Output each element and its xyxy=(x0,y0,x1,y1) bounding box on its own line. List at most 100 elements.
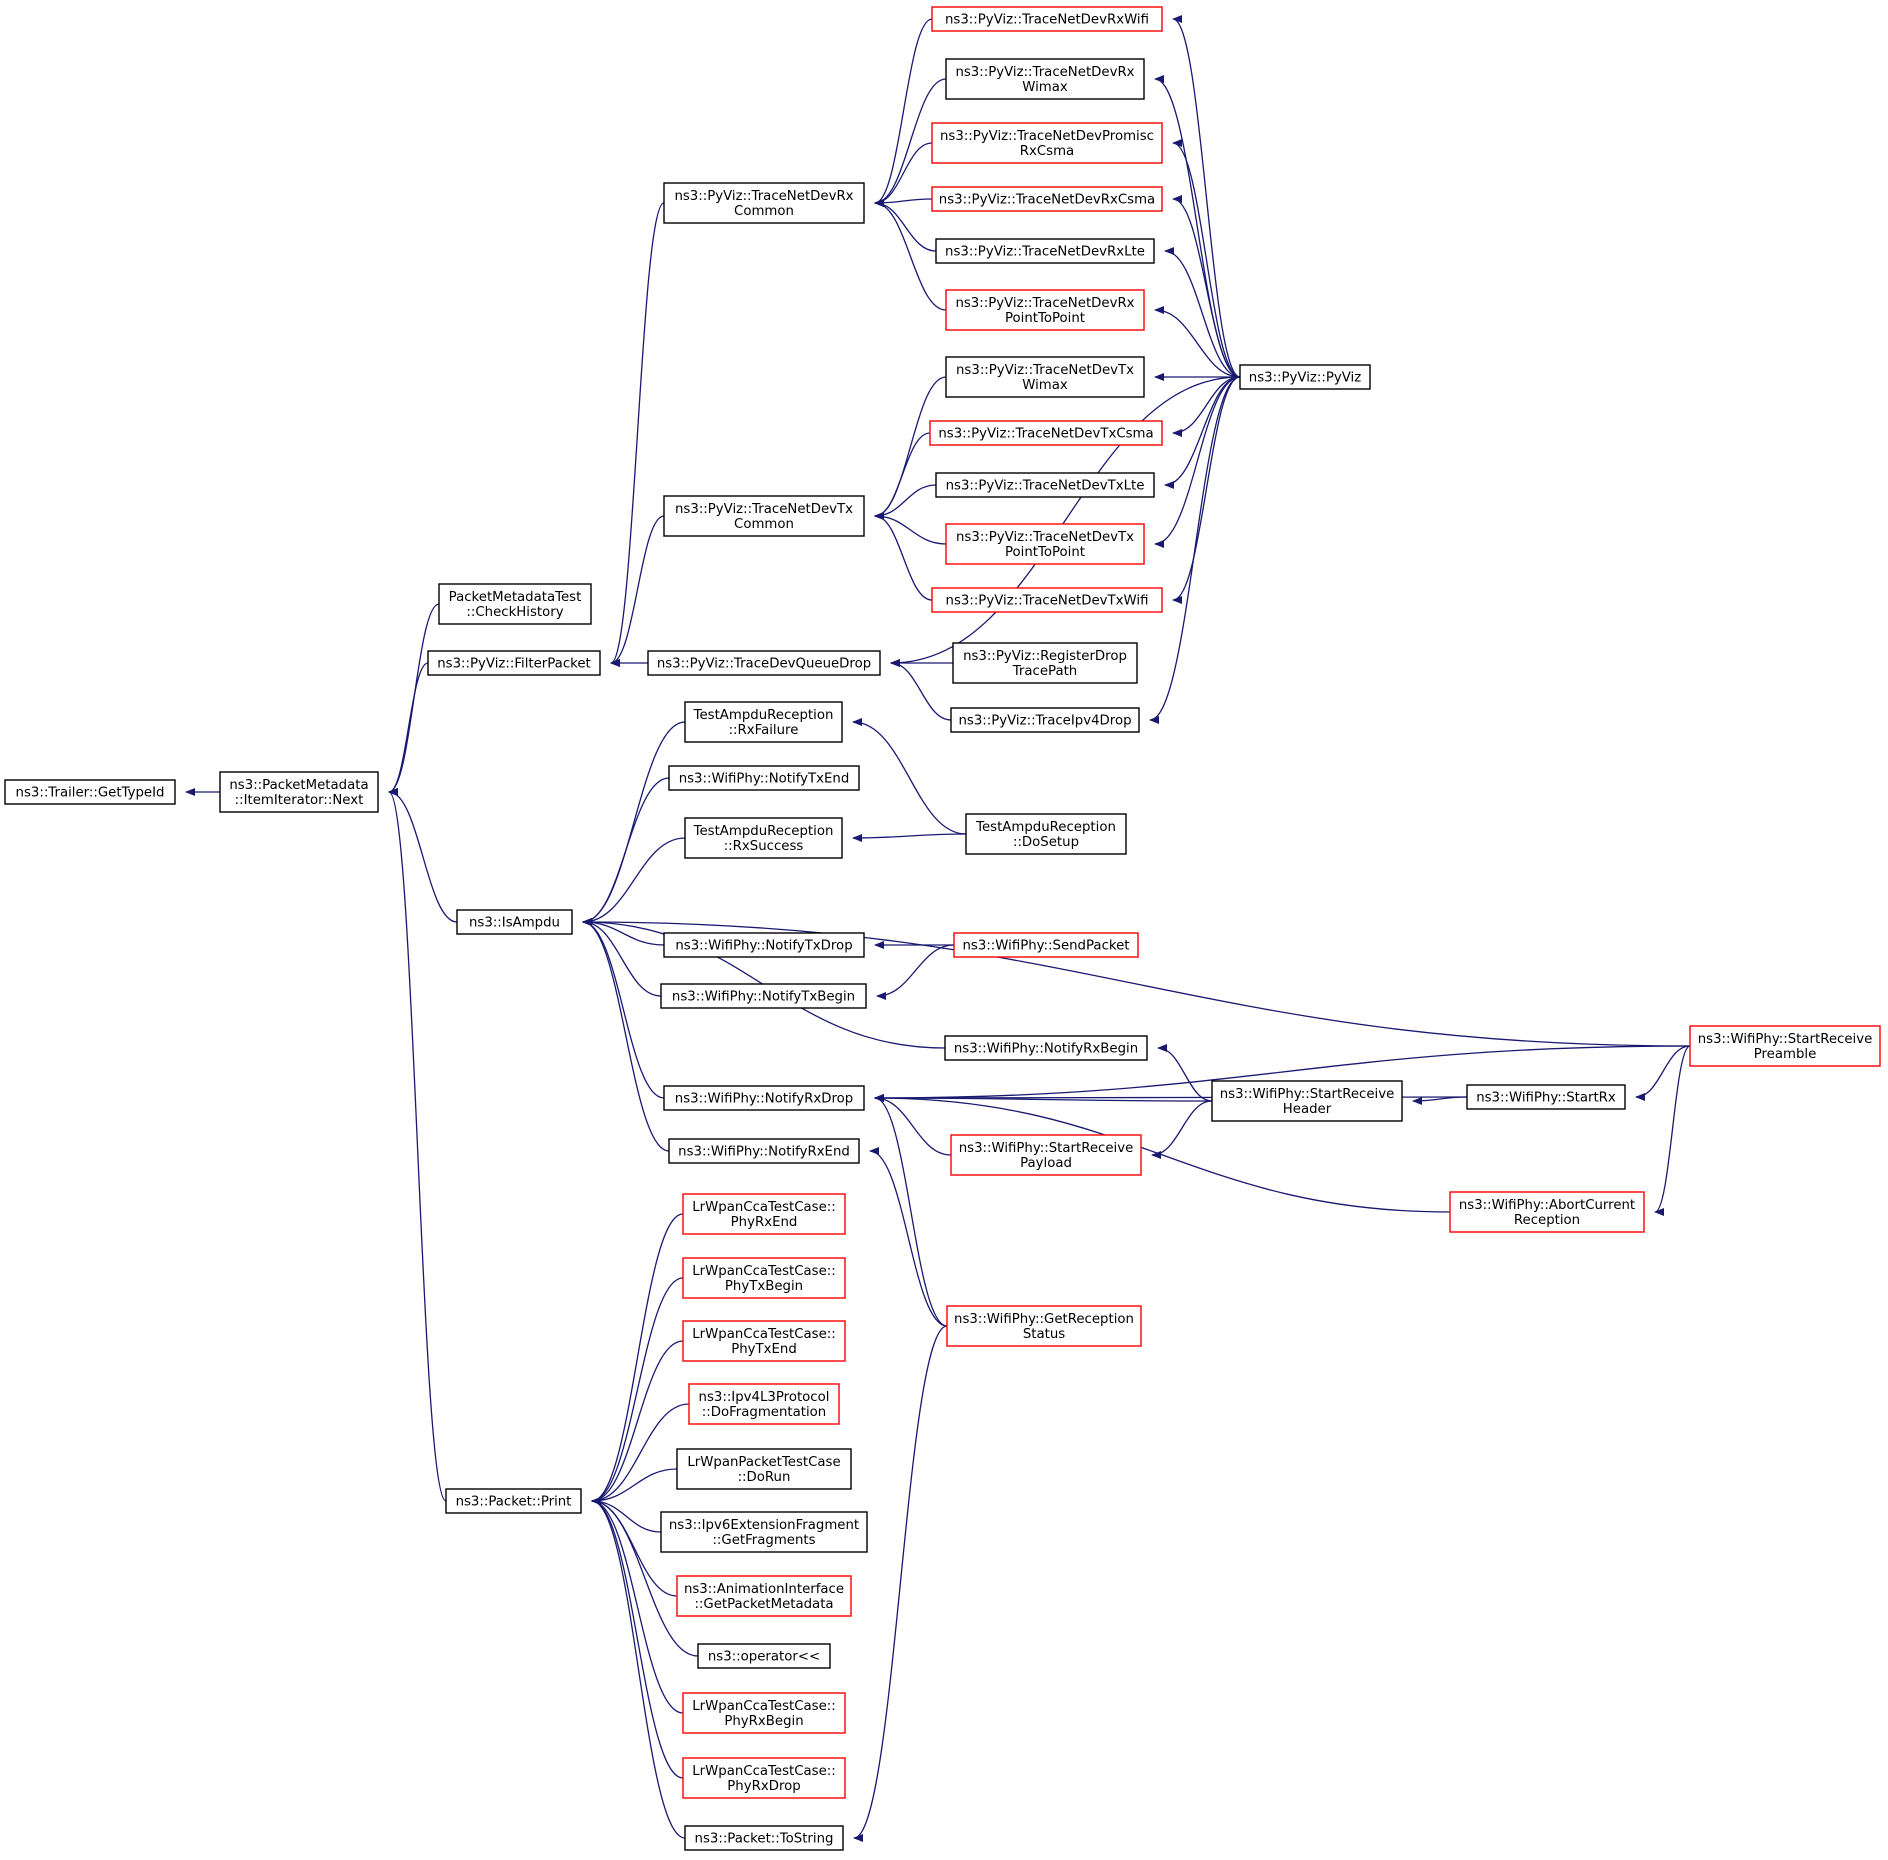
node-label: ns3::PyViz::TraceNetDevTxLte xyxy=(946,479,1145,494)
edge-rxcommon-to-rxp2p xyxy=(874,199,947,311)
node-notifytxdrop[interactable]: ns3::WifiPhy::NotifyTxDrop xyxy=(663,932,865,958)
node-label: TestAmpduReception xyxy=(693,708,834,723)
node-operator[interactable]: ns3::operator<< xyxy=(697,1643,831,1669)
node-pktprint[interactable]: ns3::Packet::Print xyxy=(445,1488,582,1514)
node-dosetup[interactable]: TestAmpduReception::DoSetup xyxy=(965,813,1127,855)
node-notifyrxend[interactable]: ns3::WifiPhy::NotifyRxEnd xyxy=(668,1138,860,1164)
node-label: ns3::PyViz::TraceNetDevTxWifi xyxy=(946,594,1149,609)
node-rxlte[interactable]: ns3::PyViz::TraceNetDevRxLte xyxy=(935,238,1155,264)
node-box xyxy=(682,1320,846,1362)
edge-pktprint-to-phyrxbegin xyxy=(591,1497,684,1714)
node-box xyxy=(931,186,1163,212)
node-label: ns3::WifiPhy::StartRx xyxy=(1476,1091,1616,1106)
node-label: ns3::PyViz::TraceNetDevRx xyxy=(955,65,1134,80)
node-phyrxbegin[interactable]: LrWpanCcaTestCase::PhyRxBegin xyxy=(682,1692,846,1734)
node-pyviz[interactable]: ns3::PyViz::PyViz xyxy=(1239,364,1371,390)
node-notifytxbegin[interactable]: ns3::WifiPhy::NotifyTxBegin xyxy=(660,983,867,1009)
node-box xyxy=(965,813,1127,855)
node-rxfailure[interactable]: TestAmpduReception::RxFailure xyxy=(684,701,843,743)
node-dofrag[interactable]: ns3::Ipv4L3Protocol::DoFragmentation xyxy=(688,1383,840,1425)
node-notifytxend[interactable]: ns3::WifiPhy::NotifyTxEnd xyxy=(668,765,860,791)
edge-startrxpayload-to-startrxheader xyxy=(1151,1100,1213,1159)
node-dorun[interactable]: LrWpanPacketTestCase::DoRun xyxy=(676,1448,852,1490)
edge-isampdu-to-notifytxbegin xyxy=(582,918,662,997)
edge-notifyrxdrop-to-abortcurrent xyxy=(874,1094,1451,1213)
node-queuedrop[interactable]: ns3::PyViz::TraceDevQueueDrop xyxy=(647,650,881,676)
node-label: Reception xyxy=(1514,1213,1580,1228)
node-label: ns3::WifiPhy::NotifyRxEnd xyxy=(678,1145,850,1160)
edge-pktprint-to-operator xyxy=(591,1497,699,1657)
edge-rxlte-to-pyviz xyxy=(1164,247,1241,378)
node-label: ns3::PyViz::TraceNetDevTx xyxy=(956,363,1134,378)
node-filterpacket[interactable]: ns3::PyViz::FilterPacket xyxy=(427,650,601,676)
node-box xyxy=(427,650,601,676)
node-label: ns3::PyViz::TraceNetDevTx xyxy=(675,502,853,517)
node-box xyxy=(1449,1191,1645,1233)
node-label: ::DoFragmentation xyxy=(702,1405,826,1420)
edge-pktprint-to-phytxbegin xyxy=(591,1277,684,1505)
node-sendpacket[interactable]: ns3::WifiPhy::SendPacket xyxy=(953,932,1139,958)
node-getpktmeta[interactable]: ns3::AnimationInterface::GetPacketMetada… xyxy=(676,1575,852,1617)
node-txwifi[interactable]: ns3::PyViz::TraceNetDevTxWifi xyxy=(931,587,1163,613)
node-phyrxdrop[interactable]: LrWpanCcaTestCase::PhyRxDrop xyxy=(682,1757,846,1799)
edge-rxcsma-to-pyviz xyxy=(1172,195,1241,378)
node-label: ns3::Ipv4L3Protocol xyxy=(699,1390,830,1405)
node-phytxbegin[interactable]: LrWpanCcaTestCase::PhyTxBegin xyxy=(682,1257,846,1299)
node-label: Common xyxy=(734,204,794,219)
node-label: ns3::PyViz::TraceDevQueueDrop xyxy=(657,657,871,672)
node-txcsma[interactable]: ns3::PyViz::TraceNetDevTxCsma xyxy=(929,420,1163,446)
node-box xyxy=(684,817,843,859)
node-startrx[interactable]: ns3::WifiPhy::StartRx xyxy=(1466,1084,1626,1110)
node-label: ns3::WifiPhy::AbortCurrent xyxy=(1459,1198,1635,1213)
node-phytxend[interactable]: LrWpanCcaTestCase::PhyTxEnd xyxy=(682,1320,846,1362)
node-layer: ns3::Trailer::GetTypeId ns3::PacketMetada… xyxy=(4,6,1881,1851)
node-label: ::CheckHistory xyxy=(466,605,563,620)
node-gettypeid[interactable]: ns3::Trailer::GetTypeId xyxy=(4,779,176,805)
node-box xyxy=(688,1383,840,1425)
edge-pktprint-to-tostring xyxy=(591,1497,686,1839)
node-rxcsma[interactable]: ns3::PyViz::TraceNetDevRxCsma xyxy=(931,186,1163,212)
node-notifyrxdrop[interactable]: ns3::WifiPhy::NotifyRxDrop xyxy=(663,1085,865,1111)
edge-notifyrxdrop-to-startrxpreamble xyxy=(874,1045,1691,1102)
node-box xyxy=(1466,1084,1626,1110)
node-label: Wimax xyxy=(1022,80,1068,95)
edge-txwifi-to-pyviz xyxy=(1172,376,1241,604)
edge-filterpacket-to-txcommon xyxy=(610,515,665,667)
node-rxsuccess[interactable]: TestAmpduReception::RxSuccess xyxy=(684,817,843,859)
node-label: ns3::PyViz::TraceNetDevRx xyxy=(955,296,1134,311)
node-box xyxy=(931,122,1163,164)
node-phyrxend[interactable]: LrWpanCcaTestCase::PhyRxEnd xyxy=(682,1193,846,1235)
node-label: Header xyxy=(1283,1102,1332,1117)
node-ipv4drop[interactable]: ns3::PyViz::TraceIpv4Drop xyxy=(950,707,1140,733)
node-box xyxy=(697,1643,831,1669)
node-box xyxy=(660,983,867,1009)
node-box xyxy=(950,1134,1142,1176)
node-notifyrxbegin[interactable]: ns3::WifiPhy::NotifyRxBegin xyxy=(944,1035,1148,1061)
node-box xyxy=(684,1825,844,1851)
edge-txcsma-to-pyviz xyxy=(1172,376,1241,437)
node-rxwifi[interactable]: ns3::PyViz::TraceNetDevRxWifi xyxy=(931,6,1163,32)
node-label: Common xyxy=(734,517,794,532)
node-isampdu[interactable]: ns3::IsAmpdu xyxy=(456,909,573,935)
node-label: ns3::WifiPhy::NotifyTxEnd xyxy=(679,772,850,787)
node-getfrags[interactable]: ns3::Ipv6ExtensionFragment::GetFragments xyxy=(660,1511,868,1553)
node-checkhistory[interactable]: PacketMetadataTest::CheckHistory xyxy=(438,583,592,625)
node-txlte[interactable]: ns3::PyViz::TraceNetDevTxLte xyxy=(935,472,1155,498)
node-box xyxy=(682,1193,846,1235)
node-next[interactable]: ns3::PacketMetadata::ItemIterator::Next xyxy=(219,771,379,813)
node-label: ns3::WifiPhy::GetReception xyxy=(954,1312,1134,1327)
node-tostring[interactable]: ns3::Packet::ToString xyxy=(684,1825,844,1851)
